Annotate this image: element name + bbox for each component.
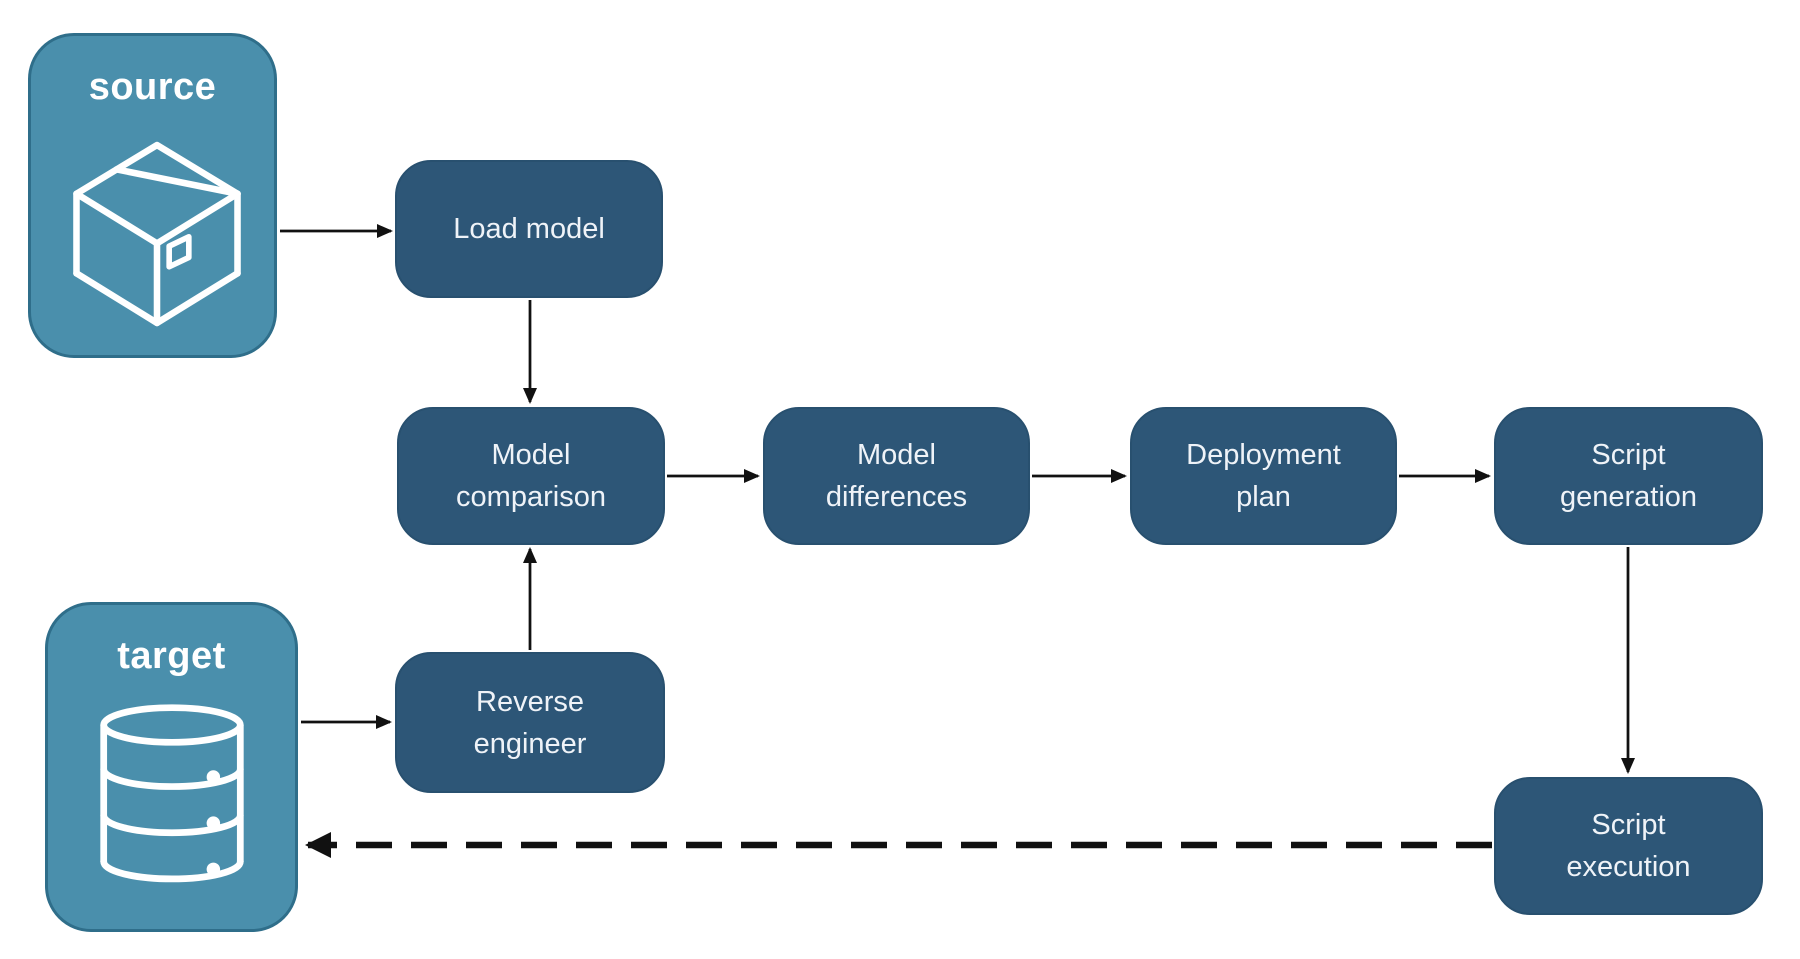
- deployment-plan-label-line1: Deployment: [1186, 439, 1341, 471]
- endpoint-target: target: [45, 602, 298, 932]
- model-comparison-label-line2: comparison: [456, 481, 606, 513]
- target-label: target: [117, 635, 226, 677]
- node-reverse-engineer: Reverse engineer: [395, 652, 665, 793]
- load-model-label: Load model: [453, 213, 605, 245]
- node-model-comparison: Model comparison: [397, 407, 665, 545]
- model-comparison-label-line1: Model: [491, 439, 571, 471]
- node-load-model: Load model: [395, 160, 663, 298]
- source-label: source: [88, 66, 217, 108]
- script-generation-label-line1: Script: [1591, 439, 1666, 471]
- database-icon: [96, 699, 248, 903]
- endpoint-source: source: [28, 33, 277, 358]
- deployment-plan-label-line2: plan: [1236, 481, 1291, 513]
- node-script-execution: Script execution: [1494, 777, 1763, 915]
- node-script-generation: Script generation: [1494, 407, 1763, 545]
- node-deployment-plan: Deployment plan: [1130, 407, 1397, 545]
- model-differences-label-line2: differences: [825, 481, 968, 513]
- script-generation-label-line2: generation: [1559, 481, 1698, 513]
- package-box-icon: [69, 136, 245, 332]
- model-differences-label-line1: Model: [857, 439, 936, 471]
- script-execution-label-line1: Script: [1591, 809, 1666, 841]
- edge-reverse-engineer-to-model-comparison-arrow: [523, 547, 537, 650]
- reverse-engineer-label-line2: engineer: [473, 727, 587, 760]
- script-execution-label-line2: execution: [1566, 851, 1691, 883]
- reverse-engineer-label-line1: Reverse: [476, 685, 584, 718]
- node-model-differences: Model differences: [763, 407, 1030, 545]
